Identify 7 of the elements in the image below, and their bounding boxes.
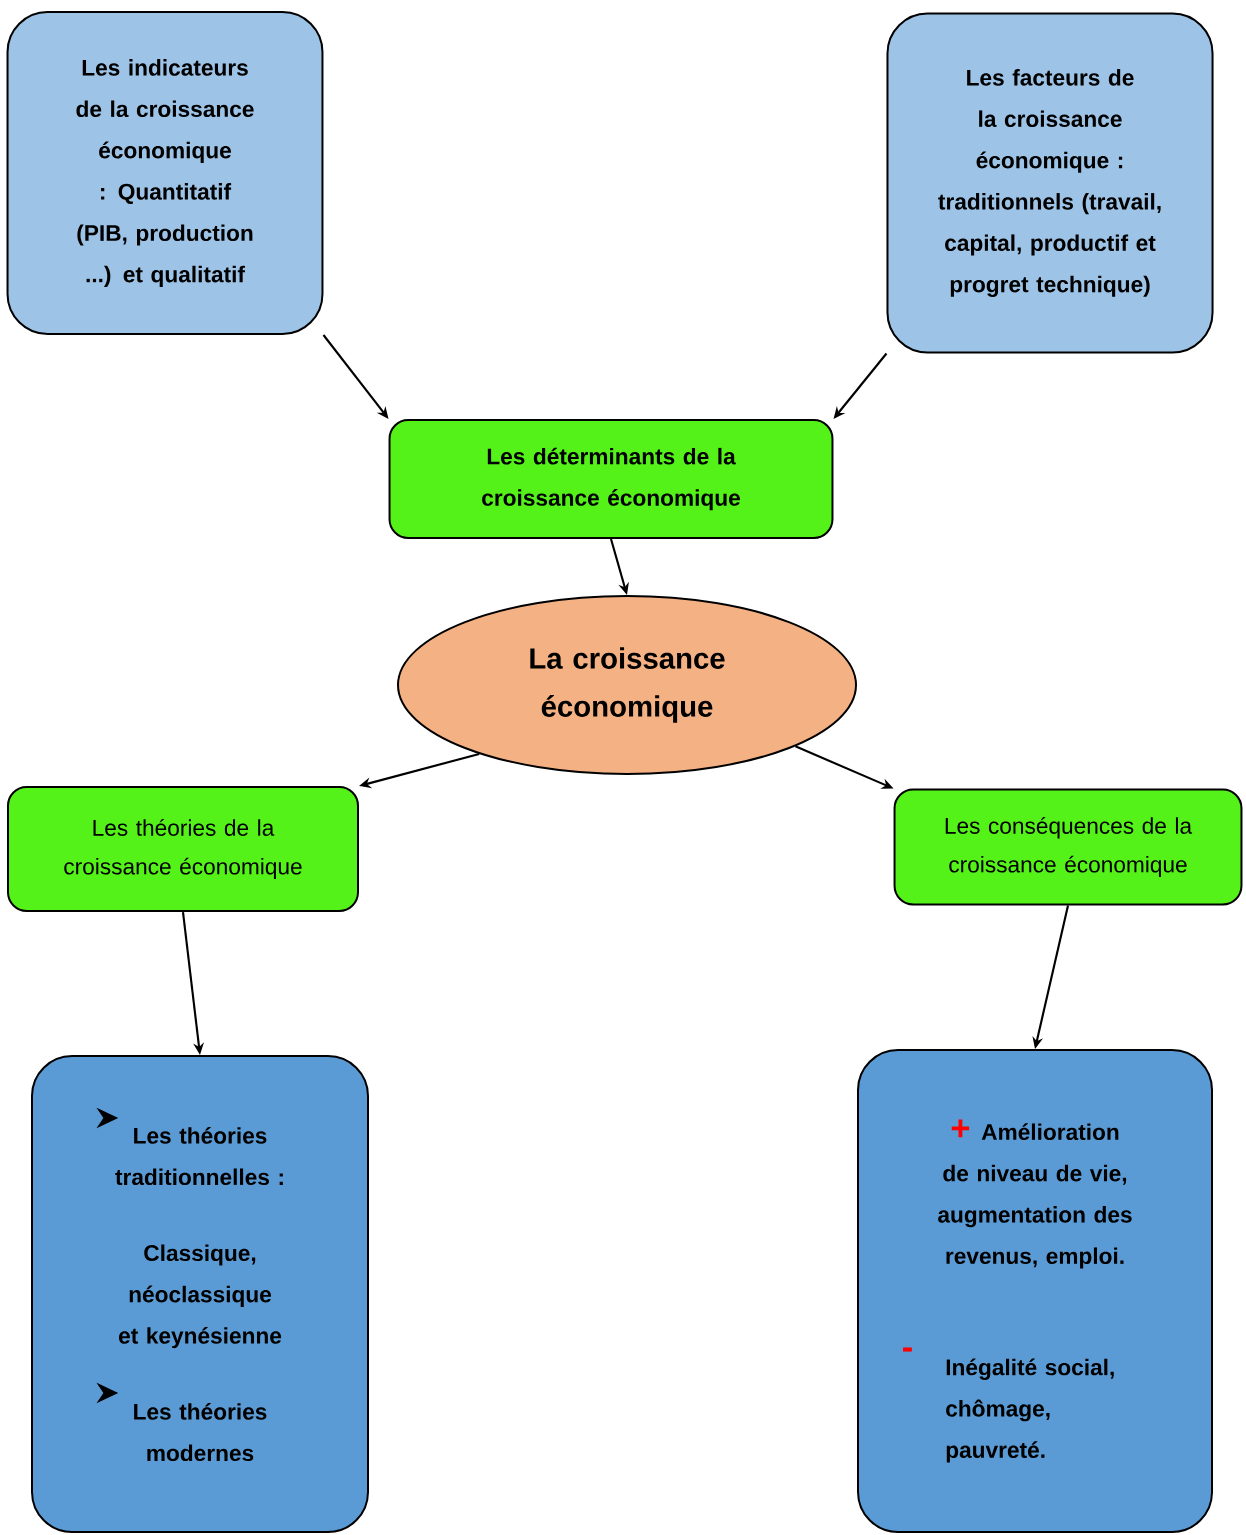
- rounded-box: Les théories traditionnelles : Classique, néoclassique et keynésienne Les théories modernes: [31, 1055, 369, 1533]
- rounded-box: + Amélioration de niveau de vie, augmentation des revenus, emploi. - Inégalité social, chômage, pauvreté.: [857, 1049, 1213, 1533]
- rounded-box: Les théories de la croissance économique: [7, 786, 359, 912]
- rounded-box: Les déterminants de la croissance économique: [388, 419, 834, 539]
- rounded-box: Les facteurs de la croissance économique : traditionnels (travail, capital, productif et progret technique): [886, 12, 1214, 354]
- rounded-box: Les conséquences de la croissance économique: [893, 788, 1243, 906]
- rounded-box: Les indicateurs de la croissance économique : Quantitatif (PIB, production ...) et qualitatif: [6, 11, 324, 335]
